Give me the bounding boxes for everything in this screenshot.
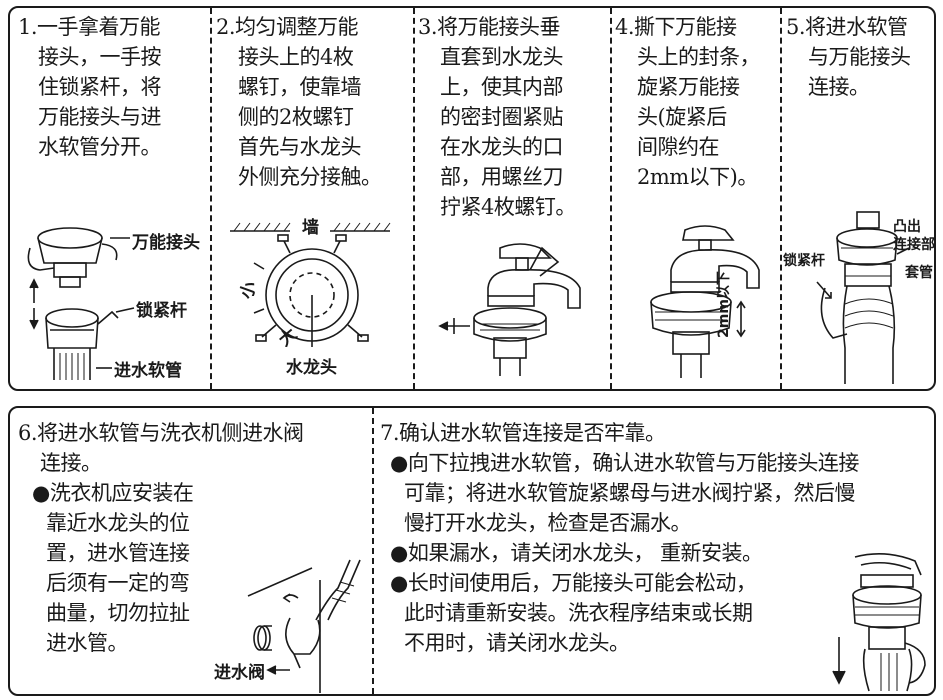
text-line: 向下拉拽进水软管，确认进水软管与万能接头连接 bbox=[407, 451, 860, 475]
text-line: 长时间使用后，万能接头可能会松动， bbox=[407, 571, 757, 595]
column-divider bbox=[210, 8, 212, 389]
inlet-valve-label: 进水阀 bbox=[214, 663, 265, 683]
text-line: 2mm以下)。 bbox=[637, 165, 758, 189]
step-4-text: 4.撕下万能接 头上的封条， 旋紧万能接 头(旋紧后 间隙约在 2mm以下)。 bbox=[615, 12, 780, 192]
figure-6-inlet-valve: 进水阀 bbox=[214, 558, 370, 693]
text-line: 拧紧4枚螺钉。 bbox=[440, 195, 576, 219]
text-line: 在水龙头的口 bbox=[440, 135, 564, 159]
text-line: 确认进水软管连接是否牢靠。 bbox=[399, 421, 666, 445]
text-line: 螺钉，使靠墙 bbox=[238, 75, 362, 99]
connector-label: 连接部 bbox=[893, 237, 935, 253]
text-line: 将万能接头垂 bbox=[437, 15, 561, 39]
bullet-mark: ● bbox=[32, 481, 50, 505]
text-line: 慢打开水龙头，检查是否漏水。 bbox=[404, 511, 692, 535]
text-line: 旋紧万能接 bbox=[637, 75, 740, 99]
step-2-text: 2.均匀调整万能 接头上的4枚 螺钉，使靠墙 侧的2枚螺钉 首先与水龙头 外侧充… bbox=[216, 12, 412, 192]
lock-lever-label: 锁紧杆 bbox=[136, 301, 187, 321]
text-line: 首先与水龙头 bbox=[238, 135, 362, 159]
tighten-joint-illustration bbox=[650, 225, 760, 378]
text-line: 间隙约在 bbox=[637, 135, 720, 159]
figure-1-joint-separation: 万能接头 锁紧杆 进水软管 bbox=[20, 208, 210, 383]
sleeve-label: 套管 bbox=[905, 265, 933, 281]
inlet-hose-label: 进水软管 bbox=[114, 361, 182, 381]
text-line: 将进水软管 bbox=[805, 15, 908, 39]
universal-joint-label: 万能接头 bbox=[132, 233, 200, 253]
step-number: 4. bbox=[615, 15, 635, 39]
bullet-mark: ● bbox=[390, 571, 408, 595]
gap-label: 2mm以下 bbox=[716, 271, 732, 338]
text-line: 此时请重新安装。洗衣程序结束或长期 bbox=[404, 601, 753, 625]
step-number: 7. bbox=[380, 421, 400, 445]
text-line: 曲量，切勿拉扯 bbox=[46, 601, 190, 625]
connect-hose-illustration bbox=[816, 211, 910, 384]
pull-test-illustration bbox=[832, 553, 926, 692]
text-line: 上，使其内部 bbox=[440, 75, 564, 99]
text-line: 部，用螺丝刀 bbox=[440, 165, 564, 189]
step-number: 1. bbox=[18, 15, 38, 39]
text-line: 水软管分开。 bbox=[38, 135, 162, 159]
faucet-top-view-illustration bbox=[230, 222, 391, 347]
bullet-mark: ● bbox=[390, 451, 408, 475]
protrusion-label: 凸出 bbox=[893, 219, 921, 235]
text-line: 撕下万能接 bbox=[634, 15, 737, 39]
column-divider bbox=[780, 8, 782, 389]
figure-2-faucet-top-view: 墙 小 大 水龙头 bbox=[220, 213, 410, 385]
column-divider bbox=[413, 8, 415, 389]
text-line: 置，进水管连接 bbox=[46, 541, 190, 565]
step-6-text: 6.将进水软管与洗衣机侧进水阀 连接。 ●洗衣机应安装在 靠近水龙头的位 置，进… bbox=[18, 418, 368, 658]
step-5-text: 5.将进水软管 与万能接头 连接。 bbox=[786, 12, 936, 102]
step-1-text: 1.一手拿着万能 接头，一手按 住锁紧杆，将 万能接头与进 水软管分开。 bbox=[18, 12, 208, 162]
step-3-text: 3.将万能接头垂 直套到水龙头 上，使其内部 的密封圈紧贴 在水龙头的口 部，用… bbox=[418, 12, 610, 222]
step-number: 6. bbox=[18, 421, 38, 445]
text-line: 靠近水龙头的位 bbox=[46, 511, 190, 535]
text-line: 万能接头与进 bbox=[38, 105, 162, 129]
wall-label: 墙 bbox=[302, 218, 319, 238]
text-line: 头(旋紧后 bbox=[637, 105, 727, 129]
inlet-valve-illustration bbox=[247, 559, 361, 693]
text-line: 均匀调整万能 bbox=[235, 15, 359, 39]
text-line: 一手拿着万能 bbox=[37, 15, 161, 39]
text-line: 接头，一手按 bbox=[38, 45, 162, 69]
text-line: 直套到水龙头 bbox=[440, 45, 564, 69]
figure-5-connect-hose: 凸出 连接部 锁紧杆 套管 bbox=[783, 208, 935, 386]
text-line: 住锁紧杆，将 bbox=[38, 75, 162, 99]
column-divider bbox=[610, 8, 612, 389]
text-line: 将进水软管与洗衣机侧进水阀 bbox=[37, 421, 304, 445]
bullet-mark: ● bbox=[390, 541, 408, 565]
text-line: 可靠；将进水软管旋紧螺母与进水阀拧紧，然后慢 bbox=[404, 481, 856, 505]
attach-joint-illustration bbox=[438, 243, 581, 376]
text-line: 连接。 bbox=[40, 451, 102, 475]
step-number: 5. bbox=[786, 15, 806, 39]
text-line: 后须有一定的弯 bbox=[46, 571, 190, 595]
figure-3-attach-joint bbox=[430, 238, 610, 383]
bottom-instructions-panel: 6.将进水软管与洗衣机侧进水阀 连接。 ●洗衣机应安装在 靠近水龙头的位 置，进… bbox=[8, 406, 936, 696]
faucet-label: 水龙头 bbox=[286, 358, 337, 378]
figure-7-pull-test bbox=[825, 553, 933, 693]
text-line: 进水管。 bbox=[46, 631, 129, 655]
top-instructions-panel: 1.一手拿着万能 接头，一手按 住锁紧杆，将 万能接头与进 水软管分开。 2.均… bbox=[8, 6, 936, 391]
step-number: 3. bbox=[418, 15, 438, 39]
text-line: 侧的2枚螺钉 bbox=[238, 105, 354, 129]
step-number: 2. bbox=[216, 15, 236, 39]
text-line: 与万能接头 bbox=[808, 45, 911, 69]
lock-lever-label: 锁紧杆 bbox=[783, 253, 825, 269]
text-line: 的密封圈紧贴 bbox=[440, 105, 564, 129]
text-line: 不用时，请关闭水龙头。 bbox=[404, 631, 630, 655]
text-line: 外侧充分接触。 bbox=[238, 165, 382, 189]
column-divider bbox=[372, 408, 374, 694]
text-line: 洗衣机应安装在 bbox=[49, 481, 194, 505]
text-line: 连接。 bbox=[808, 75, 870, 99]
joint-separation-illustration bbox=[27, 227, 135, 380]
step-7-text: 7.确认进水软管连接是否牢靠。 ●向下拉拽进水软管，确认进水软管与万能接头连接 … bbox=[380, 418, 930, 658]
text-line: 头上的封条， bbox=[637, 45, 761, 69]
figure-4-tighten-joint: 2mm以下 bbox=[625, 218, 780, 386]
text-line: 如果漏水，请关闭水龙头， 重新安装。 bbox=[407, 541, 763, 565]
text-line: 接头上的4枚 bbox=[238, 45, 354, 69]
